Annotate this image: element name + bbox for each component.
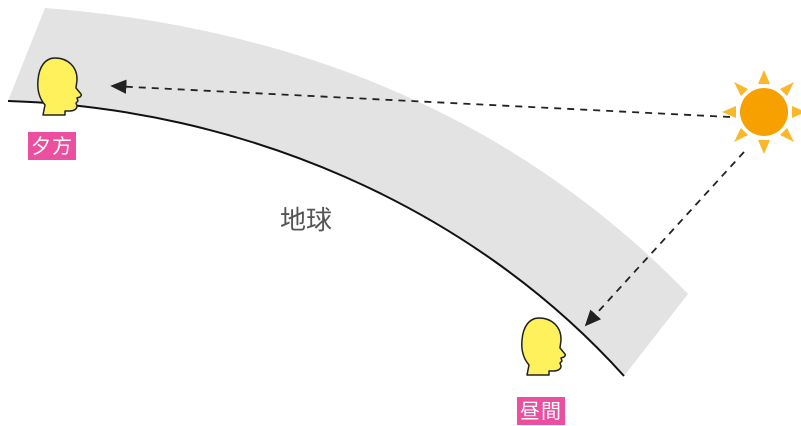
evening-label: 夕方	[28, 132, 76, 160]
earth-surface-line	[7, 100, 625, 377]
sunlight-ray-noon	[584, 151, 745, 327]
person-head-icon-noon	[521, 317, 567, 376]
person-head-icon-evening	[37, 57, 83, 116]
atmosphere-band	[8, 8, 688, 376]
earth-label: 地球	[280, 206, 333, 236]
noon-label: 昼間	[517, 397, 565, 425]
sun-icon	[722, 70, 801, 154]
